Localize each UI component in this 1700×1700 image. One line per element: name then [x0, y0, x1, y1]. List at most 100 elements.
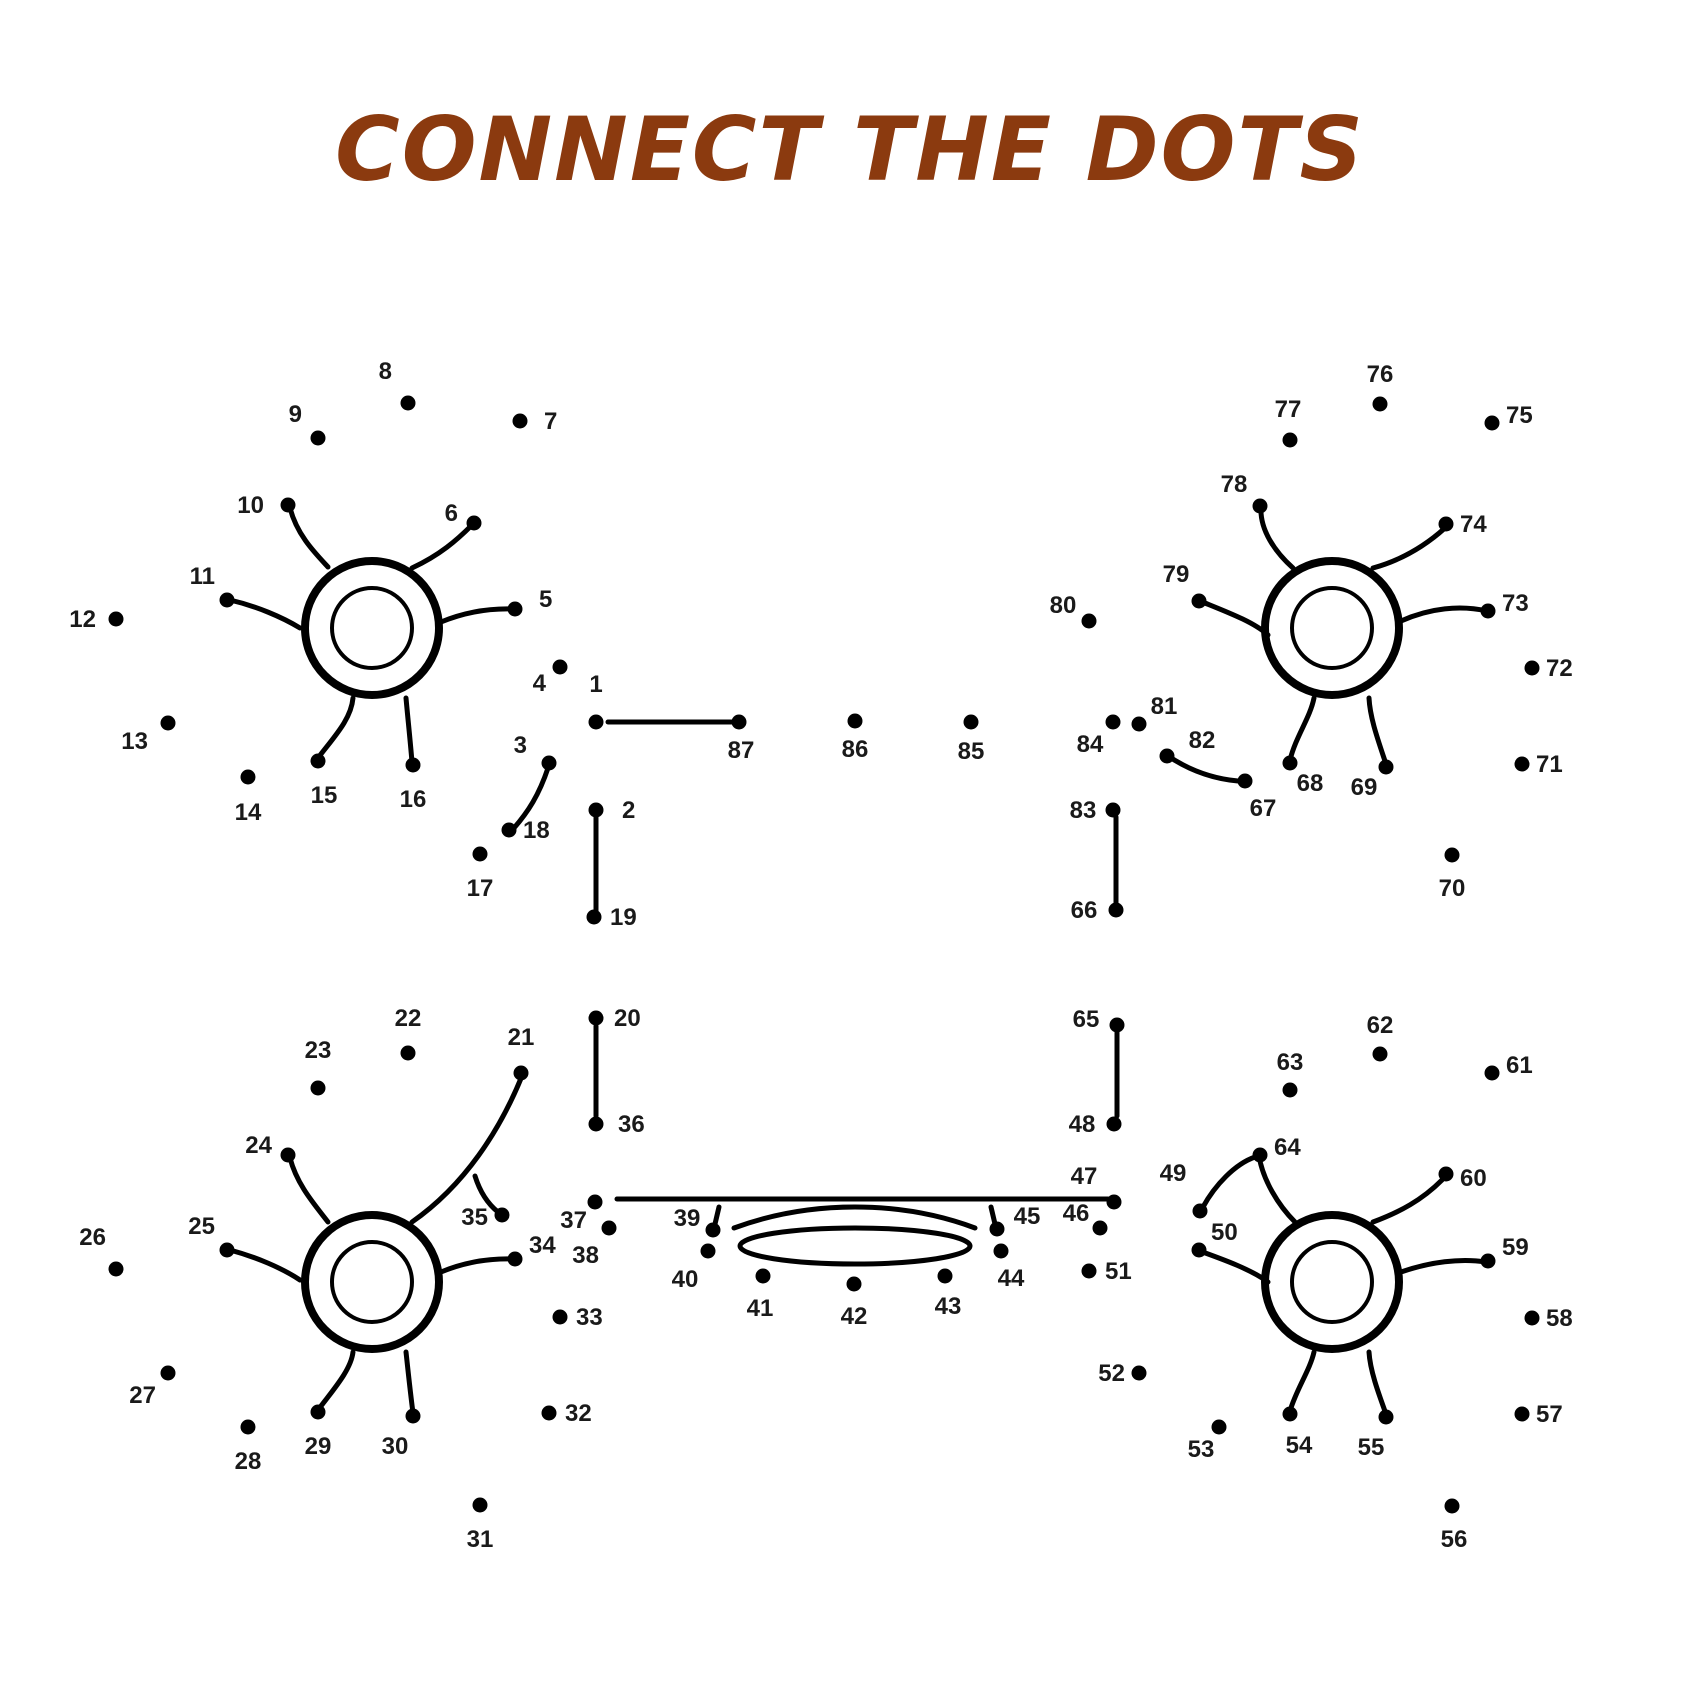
dot-87: 87: [728, 714, 754, 764]
dot-marker: [755, 1268, 771, 1284]
pre-drawn-lines: [227, 505, 1490, 1417]
dot-number-label: 11: [190, 563, 215, 590]
dot-marker: [1131, 716, 1147, 732]
dot-number-label: 36: [618, 1111, 645, 1138]
dot-number-label: 12: [69, 606, 96, 633]
dot-9: 9: [289, 401, 326, 446]
dot-2: 2: [588, 797, 635, 824]
dot-number-label: 16: [400, 786, 427, 813]
dot-marker: [1105, 802, 1121, 818]
dot-marker: [466, 515, 482, 531]
dot-37: 37: [560, 1194, 603, 1234]
dot-number-label: 56: [1441, 1526, 1468, 1553]
dot-57: 57: [1514, 1401, 1563, 1428]
dot-72: 72: [1524, 655, 1573, 682]
dot-75: 75: [1484, 402, 1533, 431]
dot-number-label: 61: [1506, 1052, 1533, 1079]
dot-number-label: 43: [935, 1293, 962, 1320]
dot-number-label: 3: [514, 732, 527, 759]
dot-marker: [160, 1365, 176, 1381]
dot-number-label: 31: [467, 1526, 494, 1553]
dot-marker: [1480, 603, 1496, 619]
dot-number-label: 76: [1367, 361, 1394, 388]
dot-marker: [472, 1497, 488, 1513]
dot-number-label: 69: [1351, 774, 1378, 801]
dot-46: 46: [1063, 1200, 1108, 1236]
dot-number-label: 79: [1163, 561, 1190, 588]
dot-52: 52: [1098, 1360, 1147, 1387]
dot-marker: [405, 757, 421, 773]
dot-number-label: 62: [1367, 1012, 1394, 1039]
dot-number-label: 24: [245, 1132, 272, 1159]
dot-49: 49: [1160, 1160, 1208, 1219]
dot-marker: [1252, 1147, 1268, 1163]
dot-number-label: 6: [445, 500, 458, 527]
dot-number-label: 13: [121, 728, 148, 755]
dot-27: 27: [129, 1365, 176, 1409]
dot-number-label: 29: [305, 1433, 332, 1460]
dot-number-label: 45: [1014, 1203, 1041, 1230]
dot-marker: [405, 1408, 421, 1424]
dot-6: 6: [445, 500, 482, 531]
dot-marker: [1211, 1419, 1227, 1435]
dot-marker: [1438, 516, 1454, 532]
dot-number-label: 25: [188, 1213, 215, 1240]
dot-number-label: 84: [1077, 731, 1104, 758]
wheel-top-left: [227, 505, 518, 765]
dot-marker: [587, 1194, 603, 1210]
dot-marker: [472, 846, 488, 862]
dot-53: 53: [1188, 1419, 1227, 1463]
dot-26: 26: [79, 1224, 124, 1277]
dot-number-label: 73: [1502, 590, 1529, 617]
dot-71: 71: [1514, 751, 1563, 778]
dot-marker: [1514, 1406, 1530, 1422]
dot-84: 84: [1077, 714, 1121, 758]
dot-number-label: 52: [1098, 1360, 1125, 1387]
dot-marker: [1252, 498, 1268, 514]
dot-56: 56: [1441, 1498, 1468, 1553]
dot-marker: [541, 755, 557, 771]
dot-number-label: 75: [1506, 402, 1533, 429]
dot-41: 41: [747, 1268, 773, 1322]
dot-marker: [108, 1261, 124, 1277]
dot-79: 79: [1163, 561, 1207, 609]
dot-58: 58: [1524, 1305, 1573, 1332]
dot-40: 40: [672, 1243, 716, 1293]
dot-60: 60: [1438, 1165, 1487, 1192]
dot-number-label: 39: [674, 1205, 701, 1232]
dot-number-label: 2: [622, 797, 635, 824]
dot-marker: [1092, 1220, 1108, 1236]
dot-43: 43: [935, 1268, 962, 1320]
dot-marker: [1484, 415, 1500, 431]
dot-marker: [1282, 755, 1298, 771]
dot-marker: [588, 1010, 604, 1026]
dot-number-label: 49: [1160, 1160, 1187, 1187]
dot-number-label: 44: [998, 1265, 1025, 1292]
dot-marker: [588, 802, 604, 818]
dot-marker: [1105, 714, 1121, 730]
dot-number-label: 22: [395, 1005, 422, 1032]
dot-82: 82: [1159, 727, 1216, 764]
dot-number-label: 46: [1063, 1200, 1090, 1227]
dot-68: 68: [1282, 755, 1323, 797]
dot-number-label: 4: [533, 670, 547, 697]
dot-44: 44: [993, 1243, 1025, 1292]
dot-number-label: 72: [1546, 655, 1573, 682]
dot-number-label: 47: [1071, 1163, 1098, 1190]
dot-marker: [1081, 613, 1097, 629]
dot-number-label: 32: [565, 1400, 592, 1427]
dot-number-label: 82: [1189, 727, 1216, 754]
dot-marker: [1524, 1310, 1540, 1326]
dot-marker: [601, 1220, 617, 1236]
dot-marker: [552, 659, 568, 675]
dot-number-label: 26: [79, 1224, 106, 1251]
dot-marker: [512, 413, 528, 429]
dot-19: 19: [586, 904, 637, 931]
dot-86: 86: [842, 713, 868, 763]
dot-marker: [310, 753, 326, 769]
dot-65: 65: [1073, 1006, 1125, 1033]
body-details: [511, 719, 1241, 1267]
dot-number-label: 19: [610, 904, 637, 931]
dot-33: 33: [552, 1304, 603, 1331]
dot-marker: [1192, 1203, 1208, 1219]
